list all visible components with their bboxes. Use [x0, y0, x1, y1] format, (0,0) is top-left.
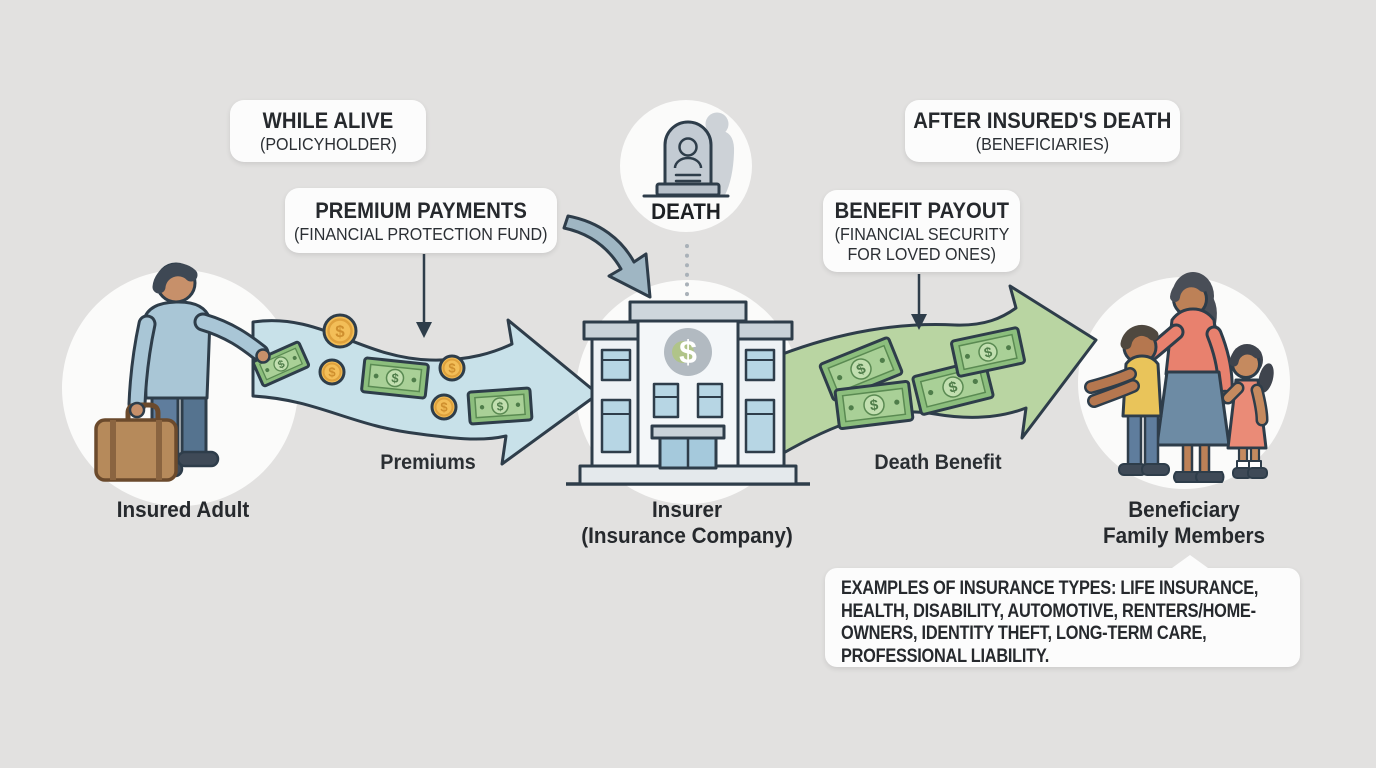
coin-icon: $	[318, 358, 346, 386]
benefit-down-arrow	[911, 274, 927, 330]
shoe-icon	[1195, 471, 1225, 483]
window-icon	[600, 348, 776, 454]
premium-payments-subtitle: (FINANCIAL PROTECTION FUND)	[294, 223, 548, 244]
shoe-icon	[1247, 467, 1268, 479]
coin-icon: $	[322, 313, 358, 349]
benefit-payout-callout: BENEFIT PAYOUT (FINANCIAL SECURITY FOR L…	[823, 190, 1020, 272]
while-alive-subtitle: (POLICYHOLDER)	[259, 134, 397, 154]
door-canopy	[650, 424, 726, 440]
money-bill-icon: $	[950, 326, 1026, 378]
note-line-2: HEALTH, DISABILITY, AUTOMOTIVE, RENTERS/…	[841, 600, 1256, 622]
window-icon	[652, 382, 724, 419]
insured-adult-figure: $	[94, 262, 311, 482]
note-line-3: OWNERS, IDENTITY THEFT, LONG-TERM CARE,	[841, 623, 1207, 644]
boy-figure	[1084, 324, 1170, 476]
beneficiary-label: Beneficiary Family Members	[1102, 497, 1266, 548]
svg-text:$: $	[448, 361, 456, 376]
money-bill-icon: $	[466, 386, 534, 426]
money-bill-icon: $	[251, 340, 311, 388]
insured-adult-label: Insured Adult	[116, 497, 250, 522]
death-benefit-label: Death Benefit	[874, 451, 1002, 474]
svg-text:$: $	[679, 334, 697, 370]
shoe-icon	[176, 450, 220, 468]
premiums-label: Premiums	[380, 451, 476, 474]
while-alive-callout: WHILE ALIVE (POLICYHOLDER)	[230, 100, 426, 162]
insurer-label: Insurer (Insurance Company)	[581, 497, 793, 548]
after-death-subtitle: (BENEFICIARIES)	[975, 134, 1110, 154]
money-bill-icon: $	[818, 336, 904, 402]
mother-figure	[1132, 272, 1234, 483]
note-line-4: PROFESSIONAL LIABILITY.	[841, 645, 1050, 667]
ponytail	[1258, 363, 1274, 393]
premium-payments-callout: PREMIUM PAYMENTS (FINANCIAL PROTECTION F…	[285, 188, 557, 253]
svg-text:$: $	[496, 399, 504, 413]
family-figures	[1084, 272, 1274, 483]
benefit-payout-title: BENEFIT PAYOUT	[834, 198, 1009, 223]
tombstone-icon	[655, 120, 721, 197]
insurance-types-note: EXAMPLES OF INSURANCE TYPES: LIFE INSURA…	[825, 555, 1300, 667]
benefit-payout-subtitle-1: (FINANCIAL SECURITY	[834, 224, 1009, 244]
svg-text:$: $	[328, 365, 336, 380]
coin-icon: $	[438, 354, 466, 382]
svg-text:$: $	[440, 400, 448, 415]
hand	[128, 401, 146, 419]
hand	[255, 348, 271, 364]
money-bill-icon: $	[360, 356, 430, 400]
girl-figure	[1221, 344, 1274, 479]
svg-text:$: $	[276, 358, 286, 371]
benefit-payout-subtitle-2: FOR LOVED ONES)	[847, 244, 996, 264]
after-death-callout: AFTER INSURED'S DEATH (BENEFICIARIES)	[905, 100, 1180, 162]
coin-icon: $	[430, 393, 458, 421]
skirt	[1155, 370, 1231, 447]
hair	[152, 263, 198, 294]
svg-text:$: $	[983, 343, 994, 360]
svg-text:$: $	[869, 396, 880, 414]
hair	[1120, 324, 1159, 350]
after-death-title: AFTER INSURED'S DEATH	[913, 108, 1172, 133]
svg-text:$: $	[391, 370, 401, 386]
curved-arrow-icon	[562, 214, 652, 299]
premium-payments-title: PREMIUM PAYMENTS	[315, 197, 527, 223]
insurer-building-icon: $	[566, 300, 810, 486]
suitcase-icon	[94, 402, 178, 482]
note-line-1: EXAMPLES OF INSURANCE TYPES: LIFE INSURA…	[841, 578, 1259, 599]
money-bill-icon: $	[833, 379, 915, 431]
while-alive-title: WHILE ALIVE	[262, 108, 394, 133]
dollar-emblem-icon: $	[664, 328, 712, 376]
svg-text:$: $	[335, 322, 345, 341]
death-label: DEATH	[651, 199, 721, 224]
death-icon-group	[642, 112, 735, 198]
shoe-icon	[1141, 463, 1170, 476]
premium-down-arrow	[416, 254, 432, 338]
